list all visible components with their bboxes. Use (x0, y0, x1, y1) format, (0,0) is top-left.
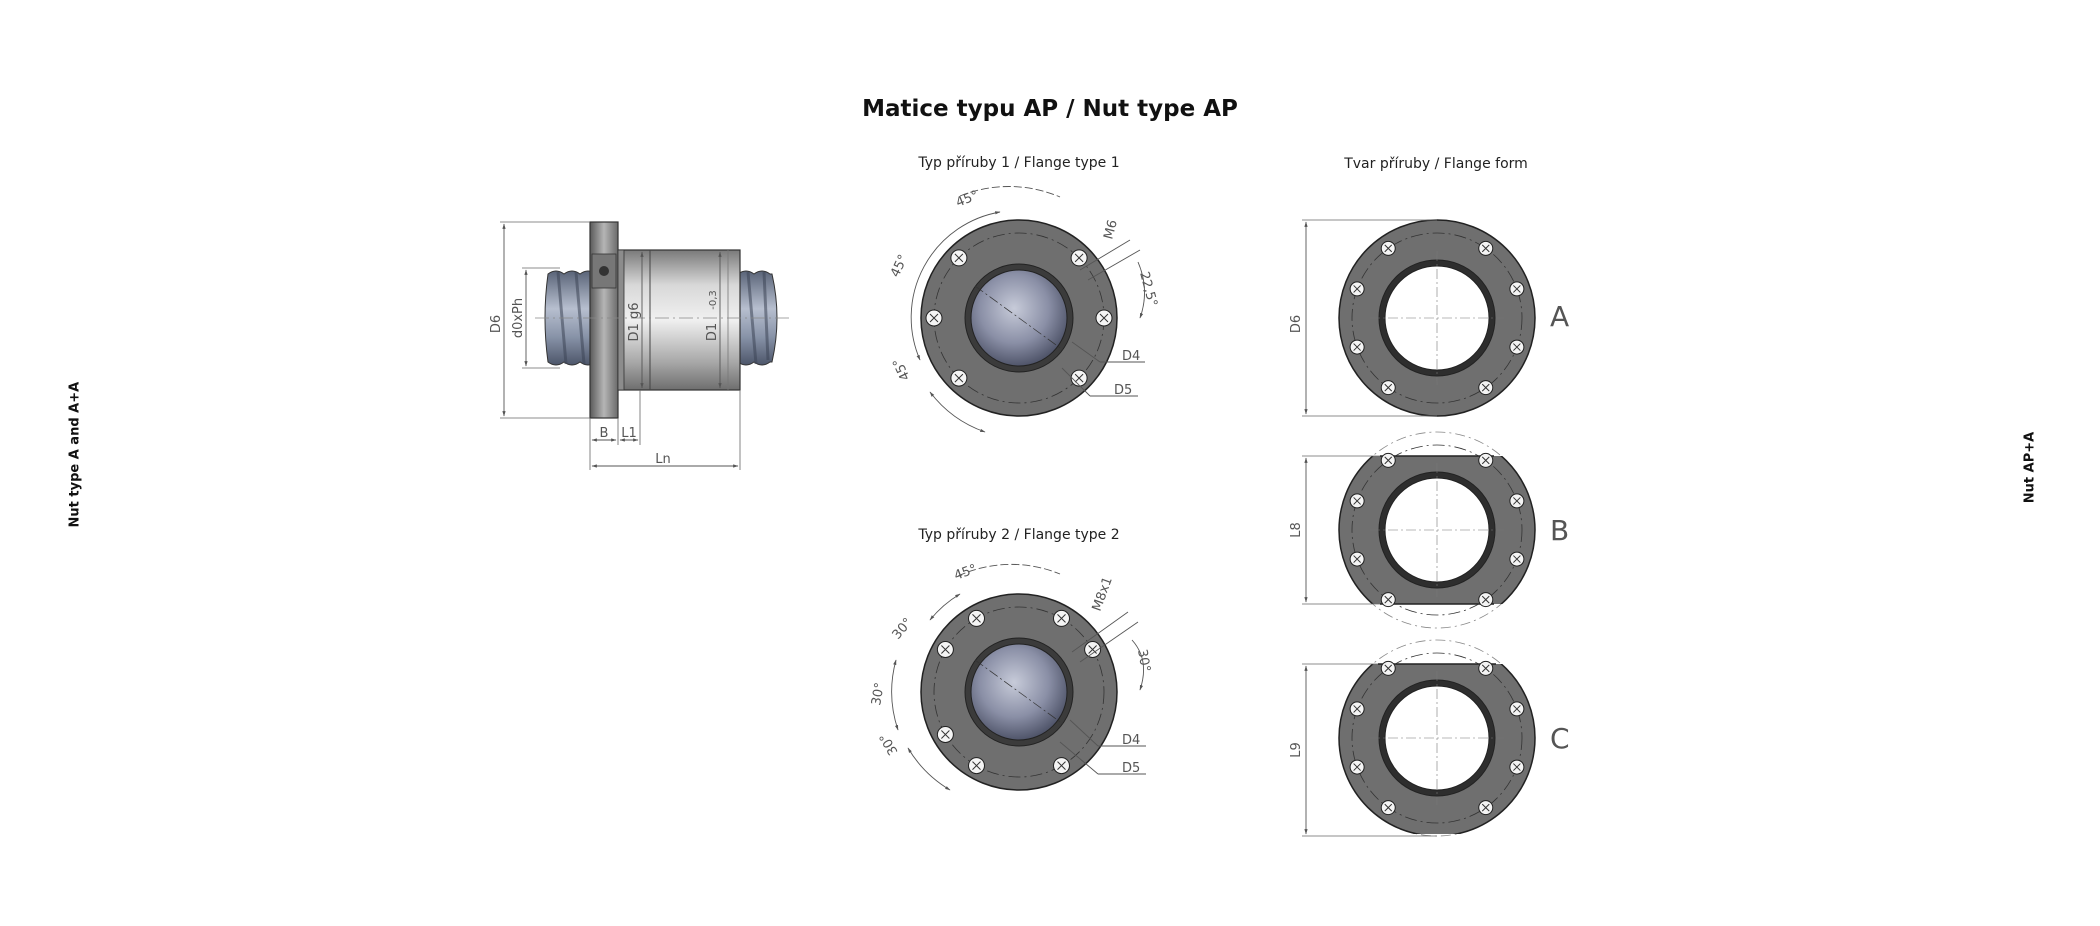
flange-type-1-view: 45° 45° 45° M6 22,5° D4 D5 (888, 186, 1160, 433)
f2-angle-a: 30° (890, 615, 916, 642)
form-bolt-hole-0-0-mark (1481, 244, 1490, 253)
form-a-letter: A (1550, 300, 1569, 333)
f2-angle-top: 45° (952, 562, 979, 584)
f1-angle-left: 45° (888, 252, 911, 279)
flange-form-heading: Tvar příruby / Flange form (1344, 156, 1528, 172)
flange-type-2-heading: Typ příruby 2 / Flange type 2 (918, 527, 1120, 543)
f1-thread: M6 (1101, 218, 1121, 241)
f2-bolt-hole-2-mark (941, 645, 950, 654)
f2-d5: D5 (1122, 761, 1140, 776)
form-bolt-hole-1-1-mark (1384, 456, 1393, 465)
f1-angle-bottom-left: 45° (890, 355, 913, 382)
form-bolt-hole-2-0-mark (1481, 664, 1490, 673)
dim-ln: Ln (655, 452, 670, 467)
form-b-dim: L8 (1289, 522, 1304, 538)
form-a-dim: D6 (1289, 315, 1304, 333)
flange-form-b: L8 B (1289, 431, 1569, 629)
f1-d4: D4 (1122, 349, 1140, 364)
f2-angle-b: 30° (869, 681, 888, 706)
dim-l1: L1 (621, 426, 637, 441)
lube-hole-icon (599, 266, 609, 276)
dim-d6: D6 (489, 315, 504, 333)
form-bolt-hole-0-4-mark (1384, 383, 1393, 392)
f2-bolt-hole-1-mark (972, 614, 981, 623)
f2-bolt-hole-4-mark (972, 761, 981, 770)
dim-d0xph: d0xPh (511, 298, 526, 338)
f2-angle-c: 30° (877, 730, 902, 757)
f1-bolt-hole-3-mark (954, 373, 964, 383)
f2-bolt-hole-5-mark (1057, 761, 1066, 770)
f2-bolt-hole-3-mark (941, 730, 950, 739)
f1-angle-top: 45° (954, 188, 981, 211)
form-bolt-hole-2-4-mark (1384, 803, 1393, 812)
form-bolt-hole-0-2-mark (1353, 285, 1361, 293)
form-bolt-hole-1-0-mark (1481, 456, 1490, 465)
flange-type-1-heading: Typ příruby 1 / Flange type 1 (918, 155, 1120, 171)
dim-d1-tolerance: -0,3 (708, 290, 719, 310)
form-bolt-hole-0-3-mark (1353, 343, 1361, 351)
f1-bolt-hole-4-mark (1074, 373, 1084, 383)
f1-angle-right: 22,5° (1136, 270, 1160, 308)
f2-bolt-hole-6-mark (1088, 645, 1097, 654)
form-bolt-hole-2-5-mark (1481, 803, 1490, 812)
f1-bolt-hole-5-mark (1099, 313, 1109, 323)
f2-angle-right: 30° (1134, 648, 1153, 673)
form-bolt-hole-0-1-mark (1384, 244, 1393, 253)
dim-b: B (600, 426, 609, 441)
form-bolt-hole-2-1-mark (1384, 664, 1393, 673)
form-bolt-hole-1-6-mark (1513, 497, 1521, 505)
nut-side-view: D6 d0xPh D1 g6 D1 -0,3 B L1 Ln (489, 221, 790, 470)
form-b-letter: B (1550, 514, 1569, 547)
dim-d1: D1 (705, 323, 720, 341)
form-bolt-hole-2-3-mark (1353, 763, 1361, 771)
form-bolt-hole-2-2-mark (1353, 705, 1361, 713)
flange-form-c: L9 C (1289, 639, 1570, 837)
f2-d4: D4 (1122, 733, 1140, 748)
nut-flange (589, 221, 619, 419)
form-bolt-hole-1-7-mark (1513, 555, 1521, 563)
form-bolt-hole-1-2-mark (1353, 497, 1361, 505)
form-c-letter: C (1550, 722, 1570, 755)
form-bolt-hole-0-5-mark (1481, 383, 1490, 392)
page-title: Matice typu AP / Nut type AP (862, 96, 1238, 122)
form-bolt-hole-2-6-mark (1513, 705, 1521, 713)
form-bolt-hole-1-4-mark (1384, 595, 1393, 604)
dim-d1-g6: D1 g6 (627, 303, 642, 342)
f1-bolt-hole-0-mark (1074, 253, 1084, 263)
f2-thread: M8x1 (1090, 575, 1116, 613)
form-bolt-hole-1-5-mark (1481, 595, 1490, 604)
form-c-dim: L9 (1289, 742, 1304, 758)
flange-form-a: D6 A (1289, 219, 1569, 417)
form-bolt-hole-0-6-mark (1513, 285, 1521, 293)
form-bolt-hole-2-7-mark (1513, 763, 1521, 771)
form-bolt-hole-0-7-mark (1513, 343, 1521, 351)
form-bolt-hole-1-3-mark (1353, 555, 1361, 563)
f2-bolt-hole-0-mark (1057, 614, 1066, 623)
flange-type-2-view: 45° 30° 30° 30° M8x1 30° D4 D5 (869, 562, 1153, 791)
f1-d5: D5 (1114, 383, 1132, 398)
